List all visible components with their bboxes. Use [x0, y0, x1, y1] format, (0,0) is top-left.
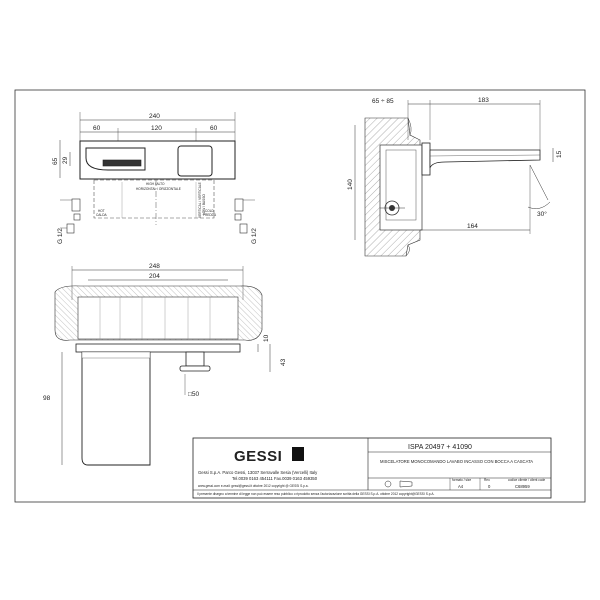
drawing-frame: [14, 89, 586, 503]
label-hot: HOT: [98, 209, 105, 213]
gessi-logo: GESSI: [234, 448, 282, 465]
dim-10: 10: [263, 334, 270, 342]
client-label: codice cliente / client code: [508, 478, 545, 482]
rev-label: Rev.: [484, 478, 490, 482]
dim-248: 248: [149, 263, 160, 270]
top-view: 240 60 120 60 65 29 HIGH / ALTO HORIZONT…: [52, 112, 258, 244]
label-high: HIGH / ALTO: [146, 182, 165, 186]
label-calda: CALDA: [96, 213, 108, 217]
dim-60-right: 60: [210, 125, 218, 132]
dim-29: 29: [62, 156, 69, 164]
title-block: GESSI Gessi S.p.A. Parco Gessi, 13037 Se…: [192, 437, 552, 499]
company-line: Gessi S.p.A. Parco Gessi, 13037 Serraval…: [198, 470, 318, 475]
side-view: 65 ÷ 85 183 15 140 164 30°: [347, 97, 563, 257]
phone-line: Tel.0039 0163 454111 Fax.0039 0163 45935…: [232, 476, 318, 481]
dim-164: 164: [467, 223, 478, 230]
dim-65: 65: [52, 157, 59, 165]
dim-g12-left: G 1/2: [57, 228, 64, 244]
projection-symbol: [384, 480, 392, 488]
client-value: C68959: [515, 484, 530, 489]
label-cold: COLD: [205, 209, 215, 213]
front-view: 248 204 10 43 98 □50: [43, 263, 287, 466]
dim-43: 43: [280, 358, 287, 366]
dim-120: 120: [151, 125, 162, 132]
product-description: MISCELATORE MONOCOMANDO LAVABO INCASSO C…: [380, 459, 533, 464]
label-horizontal: HORIZONTAL / ORIZZONTALE: [136, 187, 181, 191]
lever-handle: [177, 145, 213, 177]
product-code: ISPA 20497 + 41090: [408, 444, 472, 451]
dim-65-85: 65 ÷ 85: [372, 98, 394, 105]
rev-value: 0: [488, 484, 491, 489]
format-label: formato / size: [452, 478, 471, 482]
label-fredda: FREDDA: [203, 213, 217, 217]
lever-front: [185, 351, 205, 367]
dim-183: 183: [478, 97, 489, 104]
spout-outlet: [102, 159, 142, 167]
format-value: A4: [458, 484, 464, 489]
dim-140: 140: [347, 179, 354, 190]
label-low: LOW / BASSO: [202, 194, 206, 215]
dim-240: 240: [149, 113, 160, 120]
dim-204: 204: [149, 273, 160, 280]
dim-98: 98: [43, 395, 51, 402]
label-vertical: VERTICAL / VERTICALE: [198, 182, 202, 218]
gessi-logo-square: [292, 447, 304, 461]
dim-30deg: 30°: [537, 210, 547, 218]
dim-15: 15: [556, 150, 563, 158]
dim-60-left: 60: [93, 125, 101, 132]
web-line: www.gessi.com e-mail: gessi@gessi.it ott…: [198, 484, 309, 488]
dim-50: □50: [188, 391, 200, 398]
dim-g12-right: G 1/2: [251, 228, 258, 244]
cascade-spout: [81, 351, 151, 466]
legal-footer: Il presente disegno a termine di legge n…: [197, 492, 434, 496]
